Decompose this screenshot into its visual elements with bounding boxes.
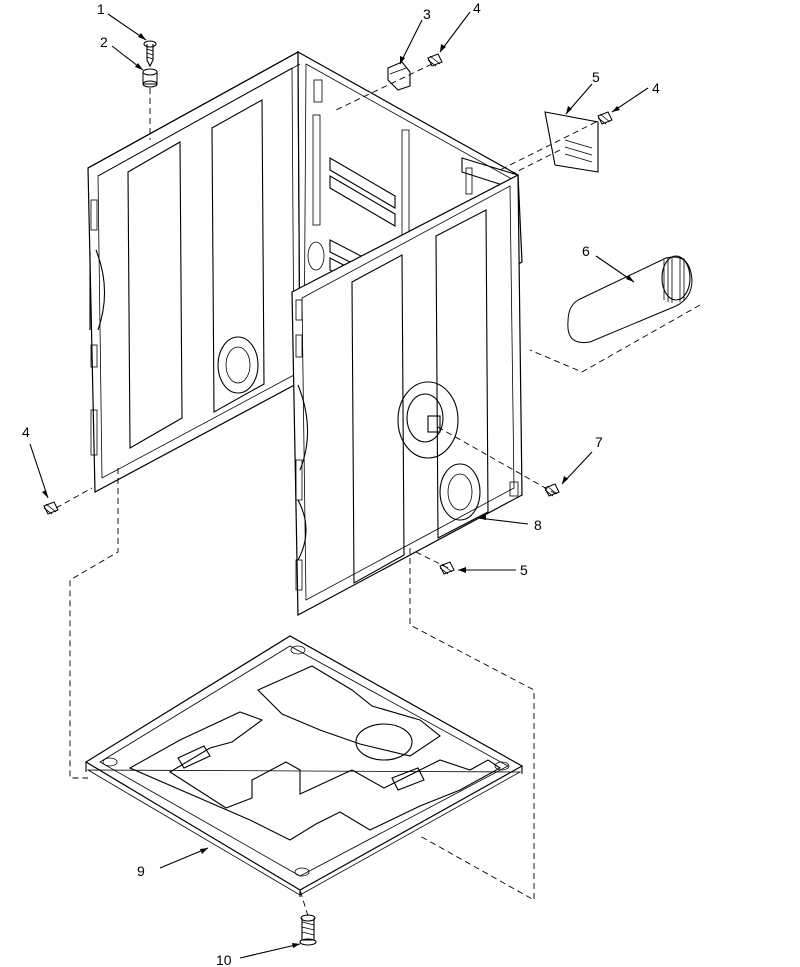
screw-part-1: [143, 40, 157, 68]
screw-part-4-left: [43, 501, 59, 515]
callout-leaders: [29, 11, 649, 959]
callout-5-top: 5: [592, 69, 600, 85]
cabinet-side-panel-left: [87, 50, 301, 493]
spacer-part-2: [142, 68, 158, 88]
screw-part-7: [544, 483, 560, 497]
bracket-part-3: [387, 61, 411, 91]
cabinet-side-panel-right: [291, 174, 523, 616]
callout-8: 8: [534, 517, 542, 533]
screw-part-4-top: [427, 53, 443, 67]
alignment-lines: [55, 63, 701, 917]
callout-4-left: 4: [22, 424, 30, 440]
callout-3: 3: [423, 6, 431, 22]
callout-6: 6: [582, 243, 590, 259]
callout-9: 9: [137, 863, 145, 879]
cylinder-part-6: [567, 255, 693, 344]
cover-plate-part-5: [544, 111, 599, 173]
screw-part-4-right: [597, 111, 613, 125]
leveling-leg-part-10: [299, 914, 317, 946]
callout-4-right: 4: [652, 80, 660, 96]
callout-4-top: 4: [473, 0, 481, 16]
callout-5-lower: 5: [520, 562, 528, 578]
callout-labels: 1 2 3 4 4 4 5 5 6 7 8 9 10: [22, 0, 660, 967]
callout-2: 2: [100, 34, 108, 50]
callout-10: 10: [216, 952, 232, 967]
callout-1: 1: [97, 1, 105, 17]
base-panel-part-9: [84, 635, 524, 897]
callout-7: 7: [595, 434, 603, 450]
